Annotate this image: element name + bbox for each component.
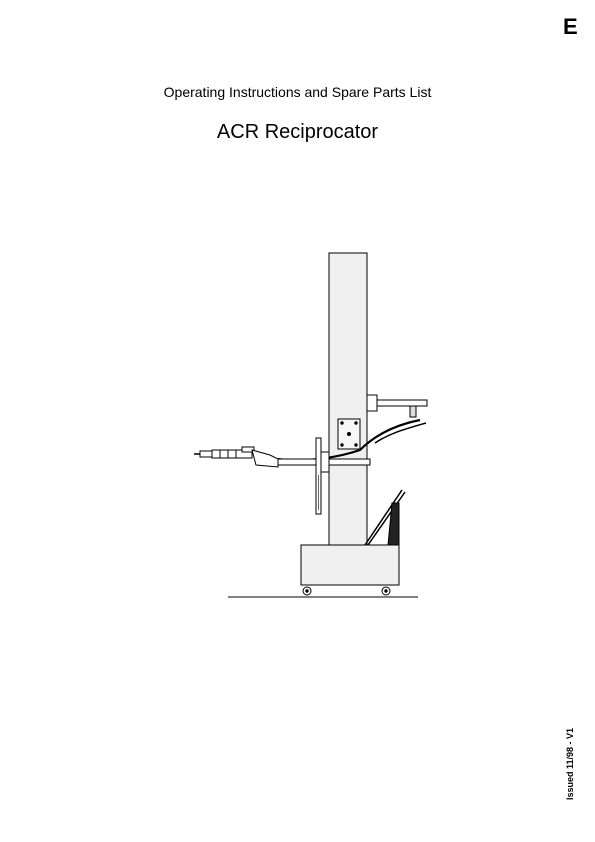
language-code: E (563, 14, 578, 39)
support-arm (364, 489, 403, 546)
base (300, 544, 400, 586)
column (328, 252, 368, 546)
document-title: ACR Reciprocator (216, 121, 379, 143)
document-subtitle: Operating Instructions and Spare Parts L… (163, 84, 432, 100)
upper-bracket (366, 394, 378, 412)
issue-note: Issued 11/98 - V1 (565, 727, 575, 800)
reciprocator-illustration (194, 252, 428, 598)
spray-gun (194, 446, 279, 468)
